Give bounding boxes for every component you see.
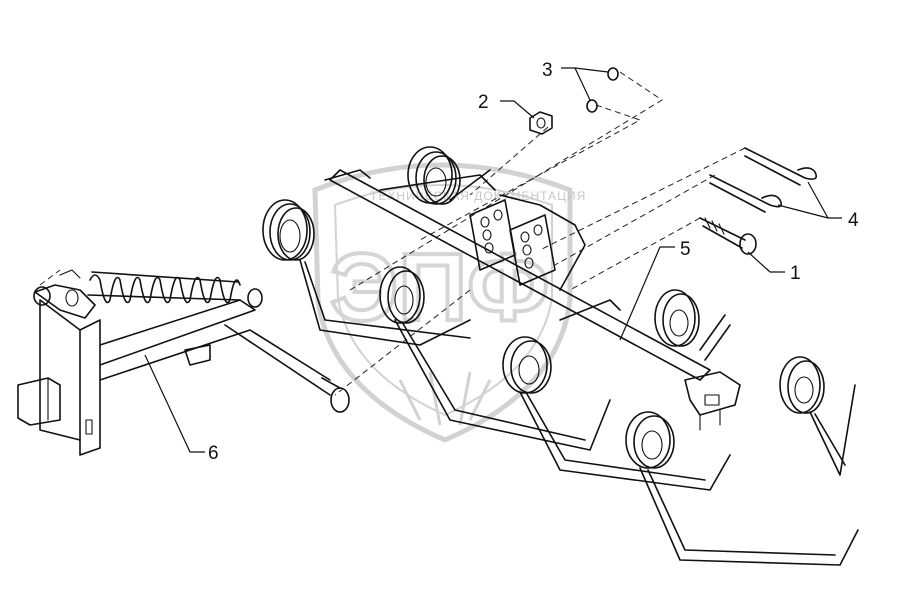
callout-labels: 1 2 3 4 5 6 <box>208 60 859 464</box>
tine-coil-4 <box>502 336 731 491</box>
watermark-shield: ТЕХНИЧЕСКАЯ ДОКУМЕНТАЦИЯ ЭПФ <box>312 162 586 443</box>
callout-2: 2 <box>478 92 489 113</box>
tine-coil-2 <box>407 146 491 205</box>
callout-5: 5 <box>680 239 691 260</box>
pins-part-4 <box>709 147 818 213</box>
callout-3: 3 <box>542 60 553 81</box>
tine-frame-assembly <box>324 169 741 431</box>
spring-tines <box>262 146 859 566</box>
callout-1: 1 <box>790 263 801 284</box>
coil-spring <box>87 271 263 308</box>
nut-part-2 <box>529 111 553 135</box>
tine-coil-3 <box>379 266 611 451</box>
rings-part-3 <box>586 67 619 113</box>
callout-6: 6 <box>208 443 219 464</box>
tine-coil-5 <box>654 289 731 361</box>
watermark-arc-text: ТЕХНИЧЕСКАЯ ДОКУМЕНТАЦИЯ <box>370 189 586 203</box>
callout-leaders <box>144 67 842 453</box>
tine-coil-7 <box>779 356 856 476</box>
tine-coil-6 <box>625 411 859 566</box>
spring-bracket-assembly <box>17 269 350 456</box>
bolt-part-1 <box>699 217 757 255</box>
tine-coil-1 <box>262 199 471 346</box>
callout-4: 4 <box>848 210 859 231</box>
